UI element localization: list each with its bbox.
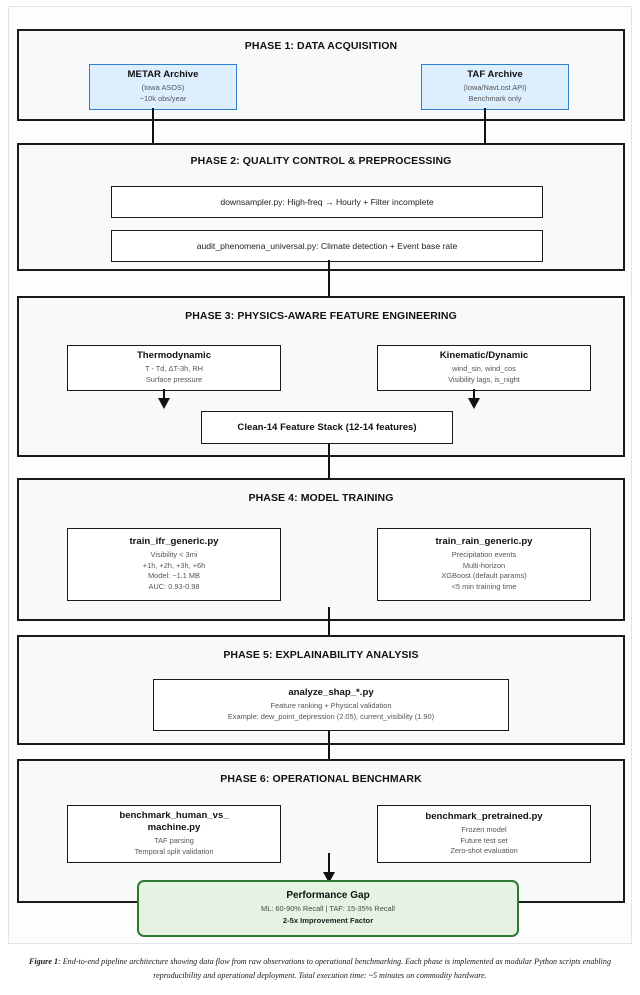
node-benchmark-pretrained-line-2: Future test set [460, 835, 508, 845]
phase-3-title: PHASE 3: PHYSICS-AWARE FEATURE ENGINEERI… [185, 310, 457, 322]
node-benchmark-pretrained-line-3: Zero-shot evaluation [450, 846, 518, 856]
node-thermodynamic-line-2: Surface pressure [145, 374, 203, 384]
node-downsampler-title: downsampler.py: High-freq → Hourly + Fil… [220, 196, 434, 207]
phase-3-container: PHASE 3: PHYSICS-AWARE FEATURE ENGINEERI… [17, 296, 625, 457]
node-benchmark-pretrained-line-1: Frozen model [461, 824, 507, 834]
arrowhead-kinematic-to-stack [467, 398, 480, 409]
node-performance-gap[interactable]: Performance Gap ML: 60-90% Recall | TAF:… [137, 880, 519, 937]
node-performance-gap-title: Performance Gap [286, 889, 370, 901]
node-train-ifr-line-1: Visibility < 3mi [150, 550, 198, 560]
node-train-ifr-line-4: AUC: 0.93-0.98 [148, 582, 200, 592]
figure-caption-text: : End-to-end pipeline architecture showi… [58, 957, 612, 981]
node-taf-archive-line-2: Benchmark only [468, 93, 522, 103]
node-metar-archive-line-2: ~10k obs/year [139, 93, 187, 103]
node-benchmark-human-vs-machine-title: benchmark_human_vs_ machine.py [119, 810, 229, 834]
connector-thermodynamic-to-stack [162, 389, 166, 403]
arrowhead-thermodynamic-to-stack [157, 398, 170, 409]
phase-2-container: PHASE 2: QUALITY CONTROL & PREPROCESSING… [17, 143, 625, 271]
node-train-rain-line-2: Multi-horizon [462, 560, 506, 570]
node-benchmark-pretrained-title: benchmark_pretrained.py [425, 810, 543, 822]
node-train-ifr-line-2: +1h, +2h, +3h, +6h [142, 560, 206, 570]
node-train-rain-line-3: XGBoost (default params) [441, 571, 527, 581]
node-kinematic-dynamic-line-2: Visibility lags, is_night [448, 374, 520, 384]
phase-1-container: PHASE 1: DATA ACQUISITION METAR Archive … [17, 29, 625, 121]
node-metar-archive-line-1: (Iowa ASOS) [141, 83, 185, 93]
phase-5-title: PHASE 5: EXPLAINABILITY ANALYSIS [223, 649, 419, 661]
node-audit-phenomena[interactable]: audit_phenomena_universal.py: Climate de… [111, 230, 543, 262]
phase-2-title: PHASE 2: QUALITY CONTROL & PREPROCESSING [190, 155, 452, 167]
phase-4-title: PHASE 4: MODEL TRAINING [248, 492, 394, 504]
node-taf-archive-title: TAF Archive [467, 69, 523, 81]
node-clean14-stack[interactable]: Clean-14 Feature Stack (12-14 features) [201, 411, 453, 444]
node-train-ifr-line-3: Model: ~1.1 MB [148, 571, 200, 581]
node-performance-gap-improvement: 2-5x Improvement Factor [282, 916, 374, 926]
arrowhead-benchmark-to-result [322, 872, 335, 883]
node-thermodynamic-title: Thermodynamic [136, 350, 212, 362]
node-train-rain-line-4: <5 min training time [451, 582, 517, 592]
node-train-rain-title: train_rain_generic.py [435, 536, 533, 548]
node-taf-archive[interactable]: TAF Archive (Iowa/NavLost API) Benchmark… [421, 64, 569, 110]
figure-caption: Figure 1: End-to-end pipeline architectu… [8, 955, 632, 983]
phase-6-title: PHASE 6: OPERATIONAL BENCHMARK [220, 773, 422, 785]
diagram-canvas: PHASE 1: DATA ACQUISITION METAR Archive … [8, 6, 632, 944]
node-benchmark-human-vs-machine-line-2: Temporal split validation [134, 846, 214, 856]
node-metar-archive-title: METAR Archive [127, 69, 199, 81]
node-performance-gap-metrics: ML: 60-90% Recall | TAF: 15-35% Recall [261, 904, 395, 914]
node-train-rain-line-1: Precipitation events [451, 550, 517, 560]
connector-benchmark-to-result [327, 853, 331, 879]
node-benchmark-human-vs-machine-line-1: TAF parsing [154, 836, 194, 846]
phase-1-title: PHASE 1: DATA ACQUISITION [244, 40, 398, 52]
phase-6-container: PHASE 6: OPERATIONAL BENCHMARK benchmark… [17, 759, 625, 903]
node-audit-phenomena-title: audit_phenomena_universal.py: Climate de… [196, 240, 458, 251]
phase-4-container: PHASE 4: MODEL TRAINING train_ifr_generi… [17, 478, 625, 621]
figure-caption-label: Figure 1 [28, 957, 58, 966]
node-thermodynamic-line-1: T - Td, ΔT-3h, RH [144, 364, 204, 374]
node-thermodynamic[interactable]: Thermodynamic T - Td, ΔT-3h, RH Surface … [67, 345, 281, 391]
node-train-rain[interactable]: train_rain_generic.py Precipitation even… [377, 528, 591, 601]
node-analyze-shap-title: analyze_shap_*.py [288, 687, 374, 699]
node-analyze-shap-line-2: Example: dew_point_depression (2.05), cu… [227, 711, 435, 721]
node-clean14-stack-title: Clean-14 Feature Stack (12-14 features) [237, 421, 417, 433]
node-benchmark-pretrained[interactable]: benchmark_pretrained.py Frozen model Fut… [377, 805, 591, 863]
node-train-ifr[interactable]: train_ifr_generic.py Visibility < 3mi +1… [67, 528, 281, 601]
node-downsampler[interactable]: downsampler.py: High-freq → Hourly + Fil… [111, 186, 543, 218]
node-taf-archive-line-1: (Iowa/NavLost API) [463, 83, 527, 93]
node-benchmark-human-vs-machine[interactable]: benchmark_human_vs_ machine.py TAF parsi… [67, 805, 281, 863]
node-train-ifr-title: train_ifr_generic.py [129, 536, 219, 548]
node-kinematic-dynamic-title: Kinematic/Dynamic [439, 350, 529, 362]
node-analyze-shap-line-1: Feature ranking + Physical validation [270, 701, 392, 711]
node-analyze-shap[interactable]: analyze_shap_*.py Feature ranking + Phys… [153, 679, 509, 731]
connector-kinematic-to-stack [472, 389, 476, 403]
phase-5-container: PHASE 5: EXPLAINABILITY ANALYSIS analyze… [17, 635, 625, 745]
node-kinematic-dynamic[interactable]: Kinematic/Dynamic wind_sin, wind_cos Vis… [377, 345, 591, 391]
node-kinematic-dynamic-line-1: wind_sin, wind_cos [452, 364, 516, 374]
node-metar-archive[interactable]: METAR Archive (Iowa ASOS) ~10k obs/year [89, 64, 237, 110]
